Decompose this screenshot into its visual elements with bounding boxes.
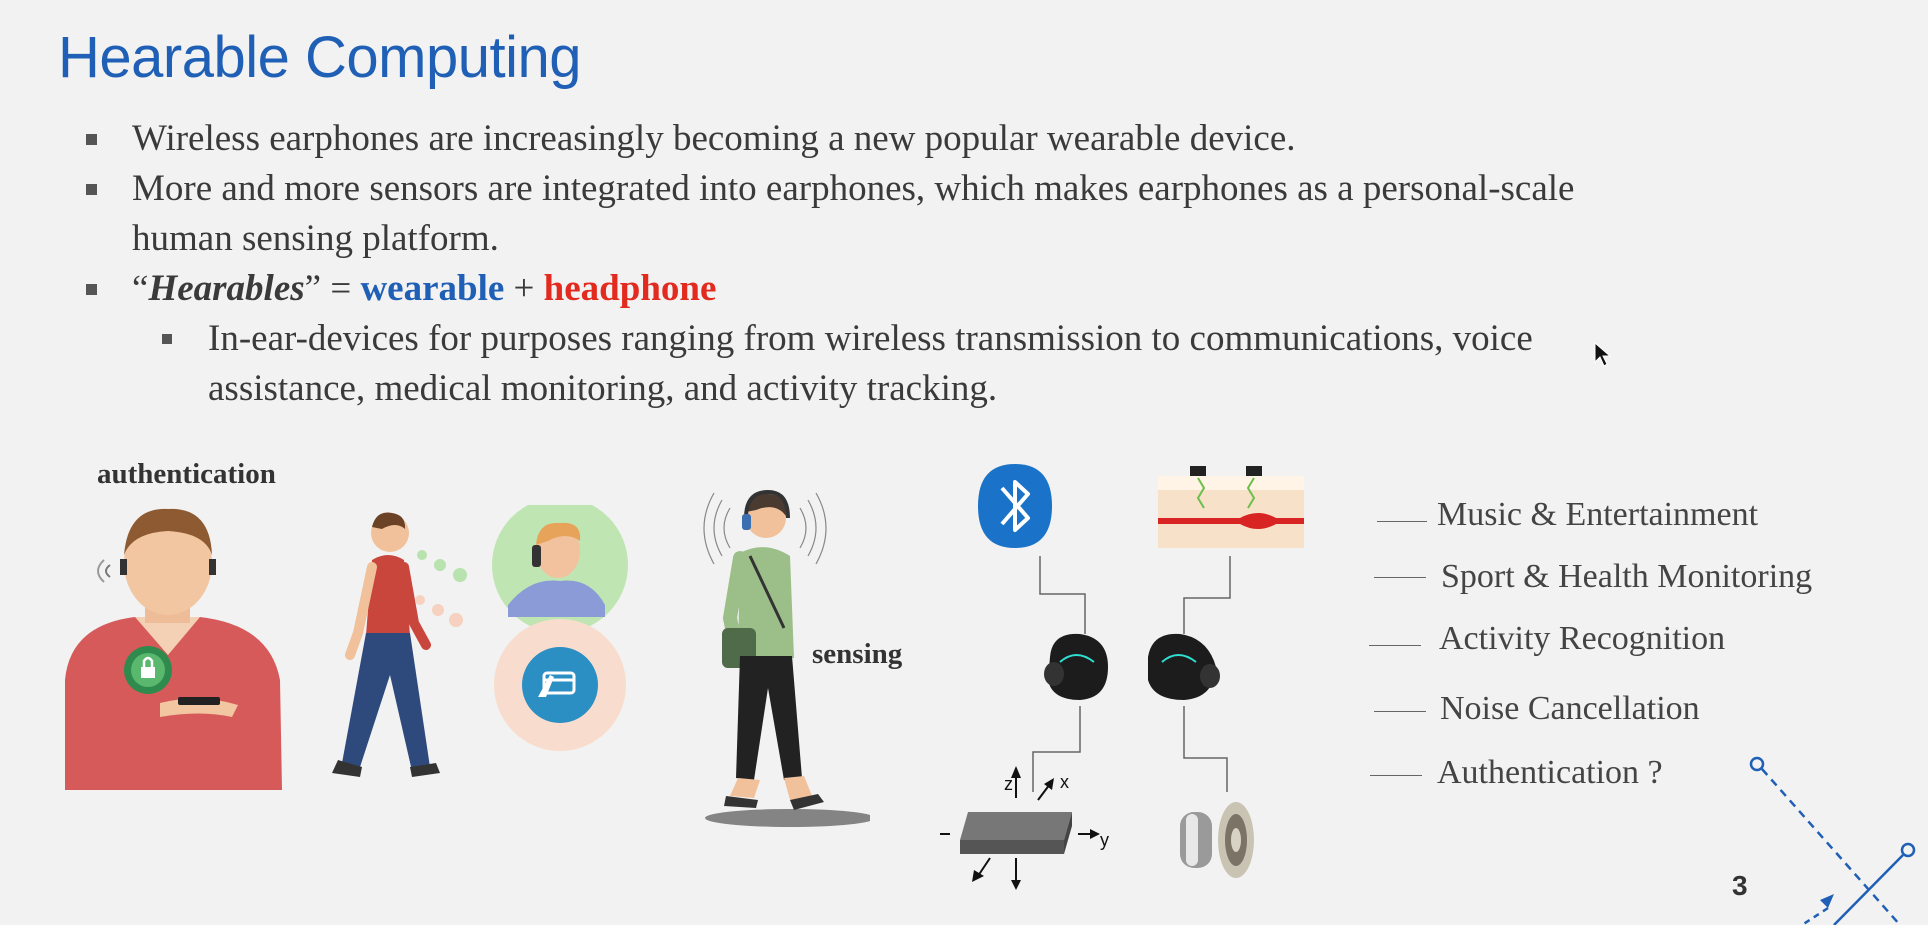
earbud-right-icon xyxy=(1148,633,1220,700)
man-with-phone-icon xyxy=(65,508,282,790)
feature-noise-cancellation: Noise Cancellation xyxy=(1440,690,1700,727)
bullet-1-text: Wireless earphones are increasingly beco… xyxy=(132,118,1296,159)
page-number: 3 xyxy=(1732,870,1748,901)
sub-bullet-1: In-ear-devices for purposes ranging from… xyxy=(160,314,1884,414)
wearable-word: wearable xyxy=(360,268,505,309)
bullet-square-icon xyxy=(86,184,97,195)
bullet-square-icon xyxy=(86,134,97,145)
plus-sign: + xyxy=(504,268,544,309)
bullet-3: “Hearables” = wearable + headphone xyxy=(84,264,1884,314)
bluetooth-icon xyxy=(978,464,1052,548)
feature-activity-recognition: Activity Recognition xyxy=(1439,620,1726,657)
quote-close: ” = xyxy=(304,268,361,309)
bullet-square-icon xyxy=(162,334,172,344)
imu-axes-icon xyxy=(940,766,1100,890)
earbud-left-icon xyxy=(1044,633,1108,700)
slide-title: Hearable Computing xyxy=(58,25,581,90)
sensing-label: sensing xyxy=(812,638,903,670)
walking-man-icon xyxy=(332,512,440,777)
bullet-list: Wireless earphones are increasingly beco… xyxy=(84,114,1884,414)
feature-connector-line xyxy=(1369,645,1421,646)
quote-open: “ xyxy=(132,268,149,309)
payment-bubble-icon xyxy=(494,619,626,751)
mouse-cursor-icon xyxy=(1594,342,1612,367)
axis-x-label: x xyxy=(1060,772,1069,792)
feature-connector-line xyxy=(1377,521,1427,522)
feature-music-entertainment: Music & Entertainment xyxy=(1437,496,1759,533)
feature-authentication: Authentication ? xyxy=(1437,754,1663,791)
bullet-1: Wireless earphones are increasingly beco… xyxy=(84,114,1884,164)
speech-dots-icon xyxy=(415,550,467,627)
axis-y-label: y xyxy=(1100,830,1109,850)
decorative-corner-lines xyxy=(1749,756,1916,925)
speaker-microphone-icon xyxy=(1180,802,1254,878)
feature-sport-health-monitoring: Sport & Health Monitoring xyxy=(1441,558,1813,595)
authentication-label: authentication xyxy=(97,458,276,490)
feature-connector-line xyxy=(1374,577,1426,578)
feature-connector-line xyxy=(1374,711,1426,712)
feature-connector-line xyxy=(1370,775,1422,776)
authentication-illustration xyxy=(65,505,628,790)
sub-bullet-1-text-line2: assistance, medical monitoring, and acti… xyxy=(208,368,998,409)
bullet-square-icon xyxy=(86,284,97,295)
earphone-sensor-diagram: z x y xyxy=(940,464,1304,890)
headphone-word: headphone xyxy=(543,268,717,309)
sensing-walking-person-illustration xyxy=(703,489,870,827)
ppg-sensor-icon xyxy=(1158,466,1304,548)
axis-z-label: z xyxy=(1004,774,1013,794)
phone-call-bubble-icon xyxy=(492,505,628,633)
bullet-2-text-line2: human sensing platform. xyxy=(132,218,499,259)
bullet-2-text-line1: More and more sensors are integrated int… xyxy=(132,168,1575,209)
sub-bullet-1-text-line1: In-ear-devices for purposes ranging from… xyxy=(208,318,1533,359)
bullet-2: More and more sensors are integrated int… xyxy=(84,164,1884,264)
hearables-term: Hearables xyxy=(148,268,305,309)
